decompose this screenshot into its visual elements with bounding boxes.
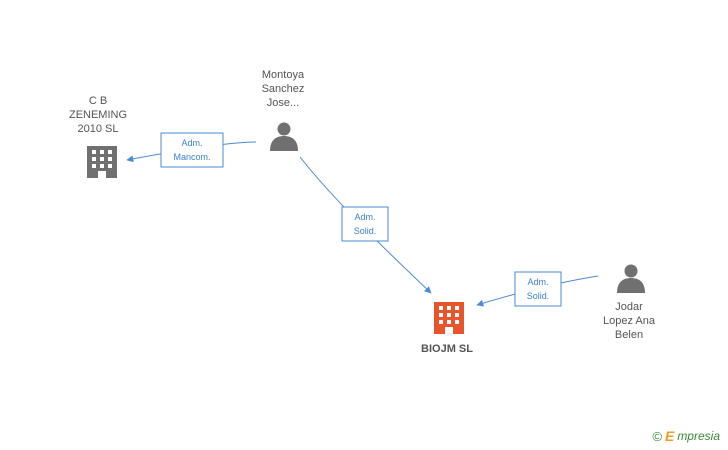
- node-label-line: Sanchez: [262, 83, 305, 95]
- node-montoya-sanchez-jose[interactable]: Montoya Sanchez Jose...: [262, 69, 305, 151]
- brand-logo-icon: E: [664, 428, 675, 444]
- edge-montoya-to-cb-zeneming[interactable]: Adm. Mancom.: [126, 132, 257, 168]
- node-label-line: Belen: [615, 329, 643, 341]
- node-label-line: Lopez Ana: [603, 315, 656, 327]
- edge-label-line: Adm.: [181, 138, 202, 148]
- copyright-symbol: ©: [652, 428, 662, 444]
- node-jodar-lopez-ana-belen[interactable]: Jodar Lopez Ana Belen: [603, 264, 656, 342]
- node-biojm-sl[interactable]: BIOJM SL: [421, 302, 473, 355]
- node-label-line: Jodar: [615, 301, 643, 313]
- person-icon: [617, 264, 645, 293]
- edge-label-line: Adm.: [527, 277, 548, 287]
- node-label-line: Montoya: [262, 69, 305, 81]
- building-icon: [87, 146, 117, 178]
- edge-label-line: Solid.: [354, 226, 377, 236]
- node-label-line: BIOJM SL: [421, 343, 473, 355]
- node-cb-zeneming-2010-sl[interactable]: C B ZENEMING 2010 SL: [69, 95, 127, 178]
- building-icon: [434, 302, 464, 334]
- edge-label-line: Mancom.: [173, 152, 210, 162]
- brand-name: mpresia: [677, 429, 720, 443]
- edge-label-line: Solid.: [527, 291, 550, 301]
- node-label-line: Jose...: [267, 97, 299, 109]
- person-icon: [270, 122, 298, 151]
- edge-montoya-to-biojm[interactable]: Adm. Solid.: [299, 156, 432, 294]
- edge-jodar-to-biojm[interactable]: Adm. Solid.: [476, 271, 599, 307]
- node-label-line: ZENEMING: [69, 109, 127, 121]
- node-label-line: 2010 SL: [78, 123, 119, 135]
- node-label-line: C B: [89, 95, 107, 107]
- edge-label-line: Adm.: [354, 212, 375, 222]
